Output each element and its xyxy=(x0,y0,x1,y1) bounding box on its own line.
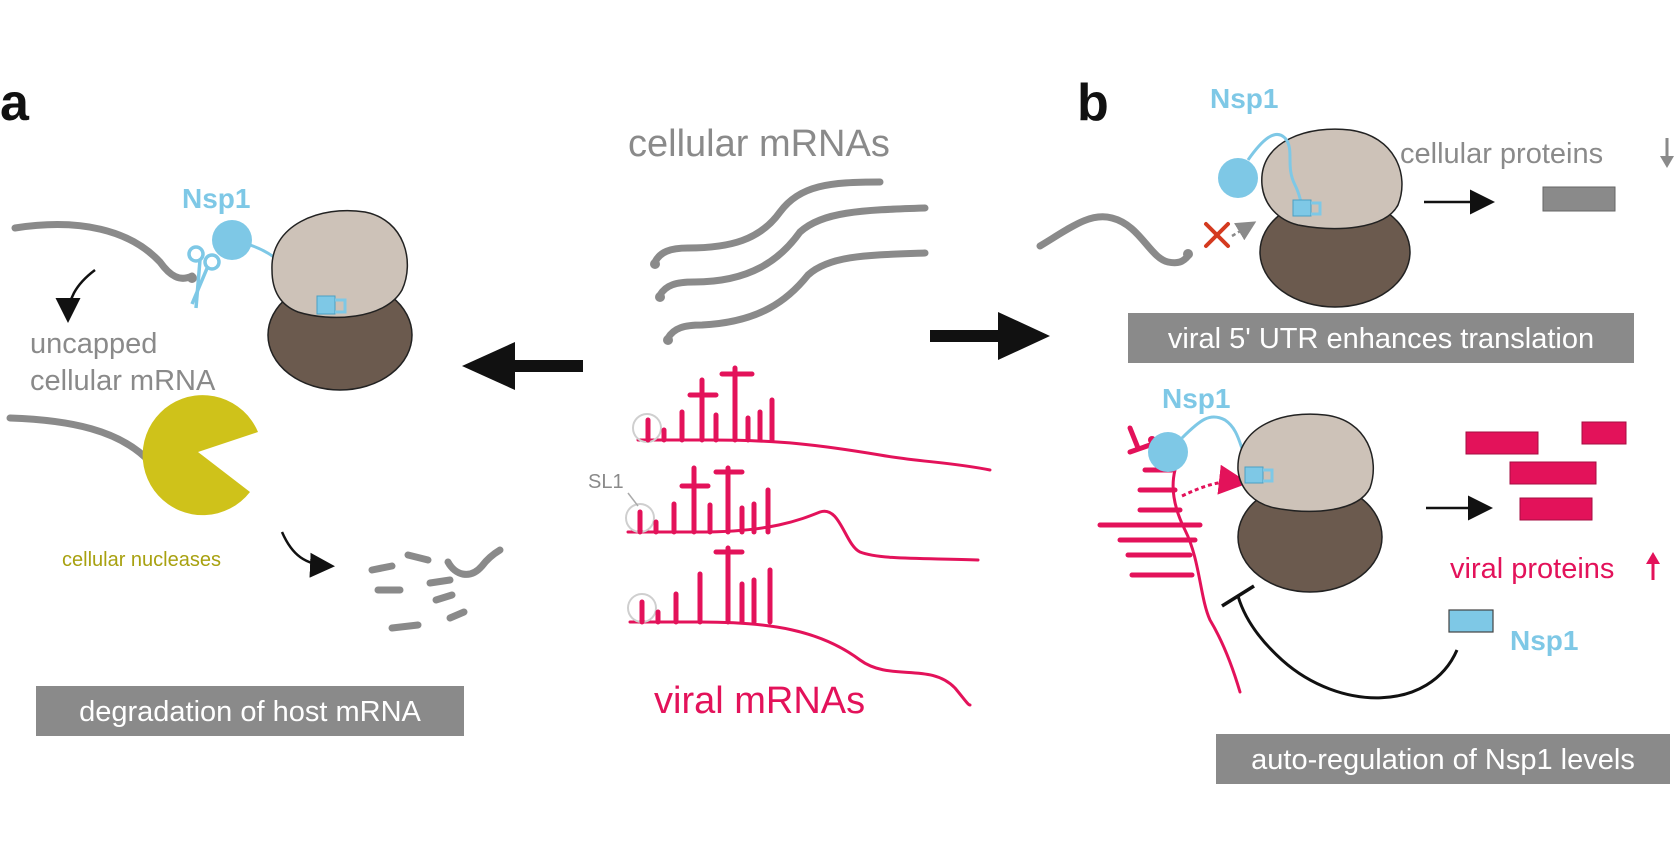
nuclease-pacman xyxy=(142,395,258,516)
panel-b-letter: b xyxy=(1077,74,1109,132)
curved-arrow-fragments xyxy=(280,531,335,578)
nsp1-linker-b2 xyxy=(1180,415,1250,463)
ribosome-small-subunit-b2 xyxy=(1237,413,1374,513)
panel-b-nsp1-top-label: Nsp1 xyxy=(1210,83,1278,114)
cellular-mrnas-label: cellular mRNAs xyxy=(628,123,890,165)
viral-mrna-2 xyxy=(625,465,980,562)
sl1-leader xyxy=(627,492,639,507)
mrna-cap-end xyxy=(187,273,197,283)
panel-b-nsp1-free-label: Nsp1 xyxy=(1510,625,1578,656)
viral-mrna-1 xyxy=(632,365,992,472)
nsp1-ctd-b1 xyxy=(1292,199,1312,217)
free-nsp1-rect xyxy=(1448,609,1494,633)
ribosome-small-subunit-b1 xyxy=(1261,128,1403,230)
blocked-cellular-mrna xyxy=(1036,213,1192,267)
viral-mrnas-label: viral mRNAs xyxy=(654,680,865,722)
cellular-mrna-strands xyxy=(650,178,929,345)
uncapped-label-line1: uncapped xyxy=(30,328,157,360)
nsp1-globule-b2 xyxy=(1148,432,1188,472)
autoregulation-box xyxy=(1216,734,1670,784)
arrow-up-icon xyxy=(1646,552,1660,580)
nsp1-linker-b1 xyxy=(1246,132,1304,206)
inhibition-curve xyxy=(1236,595,1459,700)
nsp1-globule-a xyxy=(212,220,252,260)
uncapped-mrna-strand xyxy=(11,221,196,282)
translation-box-label: viral 5' UTR enhances translation xyxy=(1168,323,1594,355)
cellular-protein-bar xyxy=(1542,186,1616,212)
panel-a-letter: a xyxy=(0,74,30,132)
nsp1-ctd-hook-b2 xyxy=(1263,468,1274,483)
panel-b-nsp1-mid-label: Nsp1 xyxy=(1162,383,1230,414)
arrow-to-panel-a xyxy=(462,342,583,390)
nucleases-label: cellular nucleases xyxy=(62,549,221,571)
blocked-entry-arrow xyxy=(1231,221,1257,241)
nsp1-globule-b1 xyxy=(1218,158,1258,198)
nsp1-ctd-b2 xyxy=(1244,466,1264,484)
degradation-box-label: degradation of host mRNA xyxy=(79,696,421,728)
arrow-down-icon xyxy=(1660,138,1674,168)
cellular-proteins-label: cellular proteins xyxy=(1400,138,1603,170)
mrna-fragments xyxy=(368,546,504,632)
blocked-mrna-cap xyxy=(1183,249,1193,259)
nsp1-ctd-hook-a xyxy=(335,298,347,314)
scissors-icon xyxy=(187,245,221,309)
inhibition-bar xyxy=(1221,584,1255,608)
translation-box xyxy=(1128,313,1634,363)
sl1-label: SL1 xyxy=(588,471,624,493)
curved-arrow-down xyxy=(55,269,96,323)
ribosome-small-subunit-a xyxy=(271,209,409,319)
arrow-to-panel-b xyxy=(930,312,1050,360)
uncapped-label-line2: cellular mRNA xyxy=(30,365,216,397)
nsp1-ctd-a xyxy=(316,295,336,315)
panel-a-nsp1-label: Nsp1 xyxy=(182,183,250,214)
blocked-x-icon xyxy=(1204,222,1230,248)
viral-mrna-3 xyxy=(627,545,972,707)
degradation-box xyxy=(36,686,464,736)
autoregulation-box-label: auto-regulation of Nsp1 levels xyxy=(1251,744,1635,776)
viral-protein-bars xyxy=(1465,421,1627,521)
viral-entry-arrow xyxy=(1181,464,1249,498)
viral-proteins-label: viral proteins xyxy=(1450,553,1614,585)
nsp1-ctd-hook-b1 xyxy=(1311,201,1322,216)
